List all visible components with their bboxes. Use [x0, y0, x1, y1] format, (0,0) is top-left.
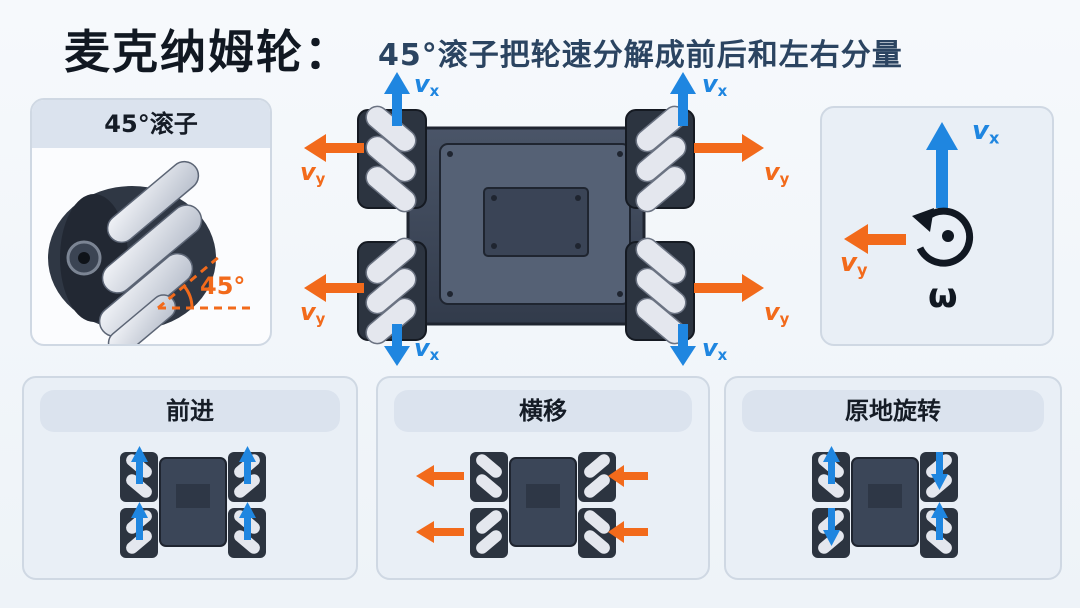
panel-forward-title: 前进: [40, 390, 340, 432]
vx-arrow-rear-left: [384, 324, 410, 366]
page-title: 麦克纳姆轮：: [64, 25, 352, 79]
vy-label-front-left: vy: [300, 158, 326, 189]
vx-arrow-rear-right: [670, 324, 696, 366]
vy-arrow-front-left: [304, 134, 364, 162]
vy-label: vy: [840, 248, 868, 280]
velocity-components-card: vx vy ω: [820, 106, 1054, 346]
wheel-rear-left: [357, 237, 427, 345]
vx-label: vx: [972, 116, 1000, 148]
panel-rotate: 原地旋转: [724, 376, 1062, 580]
vy-label-front-right: vy: [764, 158, 790, 189]
chassis-plate: [483, 187, 589, 257]
roller-wheel-illustration: 45°: [48, 160, 252, 344]
vx-label-front-left: vx: [414, 70, 440, 101]
omega-label: ω: [928, 276, 958, 316]
rotate-diagram: [812, 446, 958, 558]
vy-arrow-rear-right: [694, 274, 764, 302]
panel-rotate-title: 原地旋转: [742, 390, 1044, 432]
forward-diagram: [120, 446, 266, 558]
title-row: 麦克纳姆轮： 45°滚子把轮速分解成前后和左右分量: [0, 10, 1080, 80]
vx-arrow-front-right: [670, 72, 696, 126]
vy-arrow-front-right: [694, 134, 764, 162]
vx-label-rear-left: vx: [414, 334, 440, 365]
mecanum-robot-diagram: [304, 72, 764, 366]
vy-arrow-rear-left: [304, 274, 364, 302]
vy-label-rear-right: vy: [764, 298, 790, 329]
vx-arrow-front-left: [384, 72, 410, 126]
panel-strafe-title: 横移: [394, 390, 692, 432]
velocity-components-illustration: [844, 122, 974, 267]
panel-forward: 前进: [22, 376, 358, 580]
vy-label-rear-left: vy: [300, 298, 326, 329]
vx-label-rear-right: vx: [702, 334, 728, 365]
panel-strafe: 横移: [376, 376, 710, 580]
wheel-front-right: [625, 105, 695, 213]
roller-card-heading: 45°滚子: [32, 100, 270, 148]
roller-card: 45°滚子 45°: [30, 98, 272, 346]
page-subtitle: 45°滚子把轮速分解成前后和左右分量: [378, 38, 903, 73]
angle-label: 45°: [200, 272, 245, 300]
strafe-diagram: [416, 452, 648, 558]
vx-label-front-right: vx: [702, 70, 728, 101]
